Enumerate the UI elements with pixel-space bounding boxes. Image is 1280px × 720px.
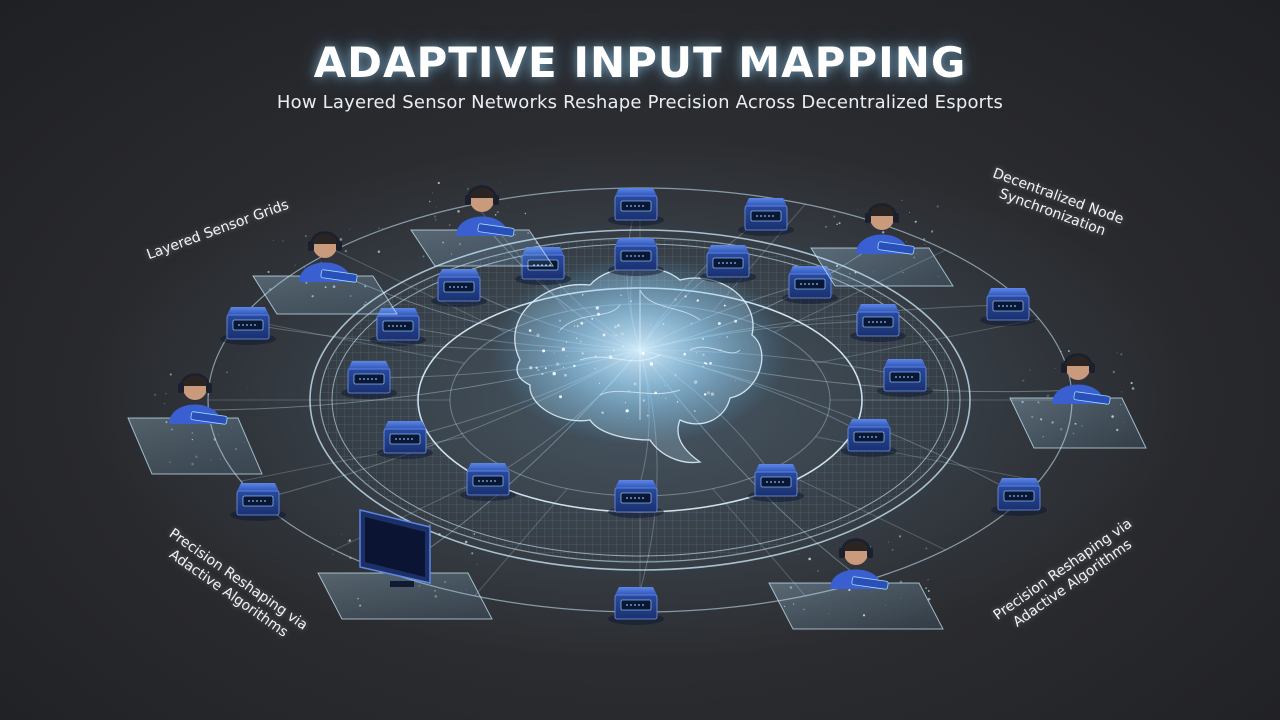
sensor-node-icon [608,188,664,226]
sensor-node-icon [841,419,897,457]
sensor-node-icon [608,238,664,276]
page-subtitle: How Layered Sensor Networks Reshape Prec… [276,92,1004,113]
monitor-icon [359,509,431,587]
sensor-node-icon [377,421,433,459]
sensor-node-icon [220,307,276,345]
gamer-with-headset-icon [1052,353,1111,405]
player-left [127,371,263,475]
player-right [1009,350,1147,449]
player-lower-right [768,535,944,630]
sensor-node-icon [370,308,426,346]
sensor-node-icon [850,304,906,342]
sensor-node-icon [991,478,1047,516]
sensor-node-icon [608,587,664,625]
sensor-node-icon [431,269,487,307]
sensor-node-icon [230,483,286,521]
neural-brain-icon [490,255,790,464]
gamer-with-headset-icon [169,373,228,425]
sensor-node-icon [700,245,756,283]
sensor-node-icon [738,198,794,236]
page-title: ADAPTIVE INPUT MAPPING [313,38,967,87]
sensor-node-icon [980,288,1036,326]
gamer-with-headset-icon [830,538,889,590]
sensor-node-icon [608,480,664,518]
player-top-center [410,181,554,267]
gamer-with-headset-icon [456,185,515,237]
player-upper-left [252,227,398,315]
gamer-with-headset-icon [856,203,915,255]
player-lower-left-monitor [317,509,493,620]
gamer-with-headset-icon [299,231,358,283]
sensor-node-icon [748,464,804,502]
player-upper-right [810,199,954,287]
sensor-node-icon [460,463,516,501]
sensor-node-icon [341,361,397,399]
sensor-node-icon [782,266,838,304]
sensor-node-icon [877,359,933,397]
